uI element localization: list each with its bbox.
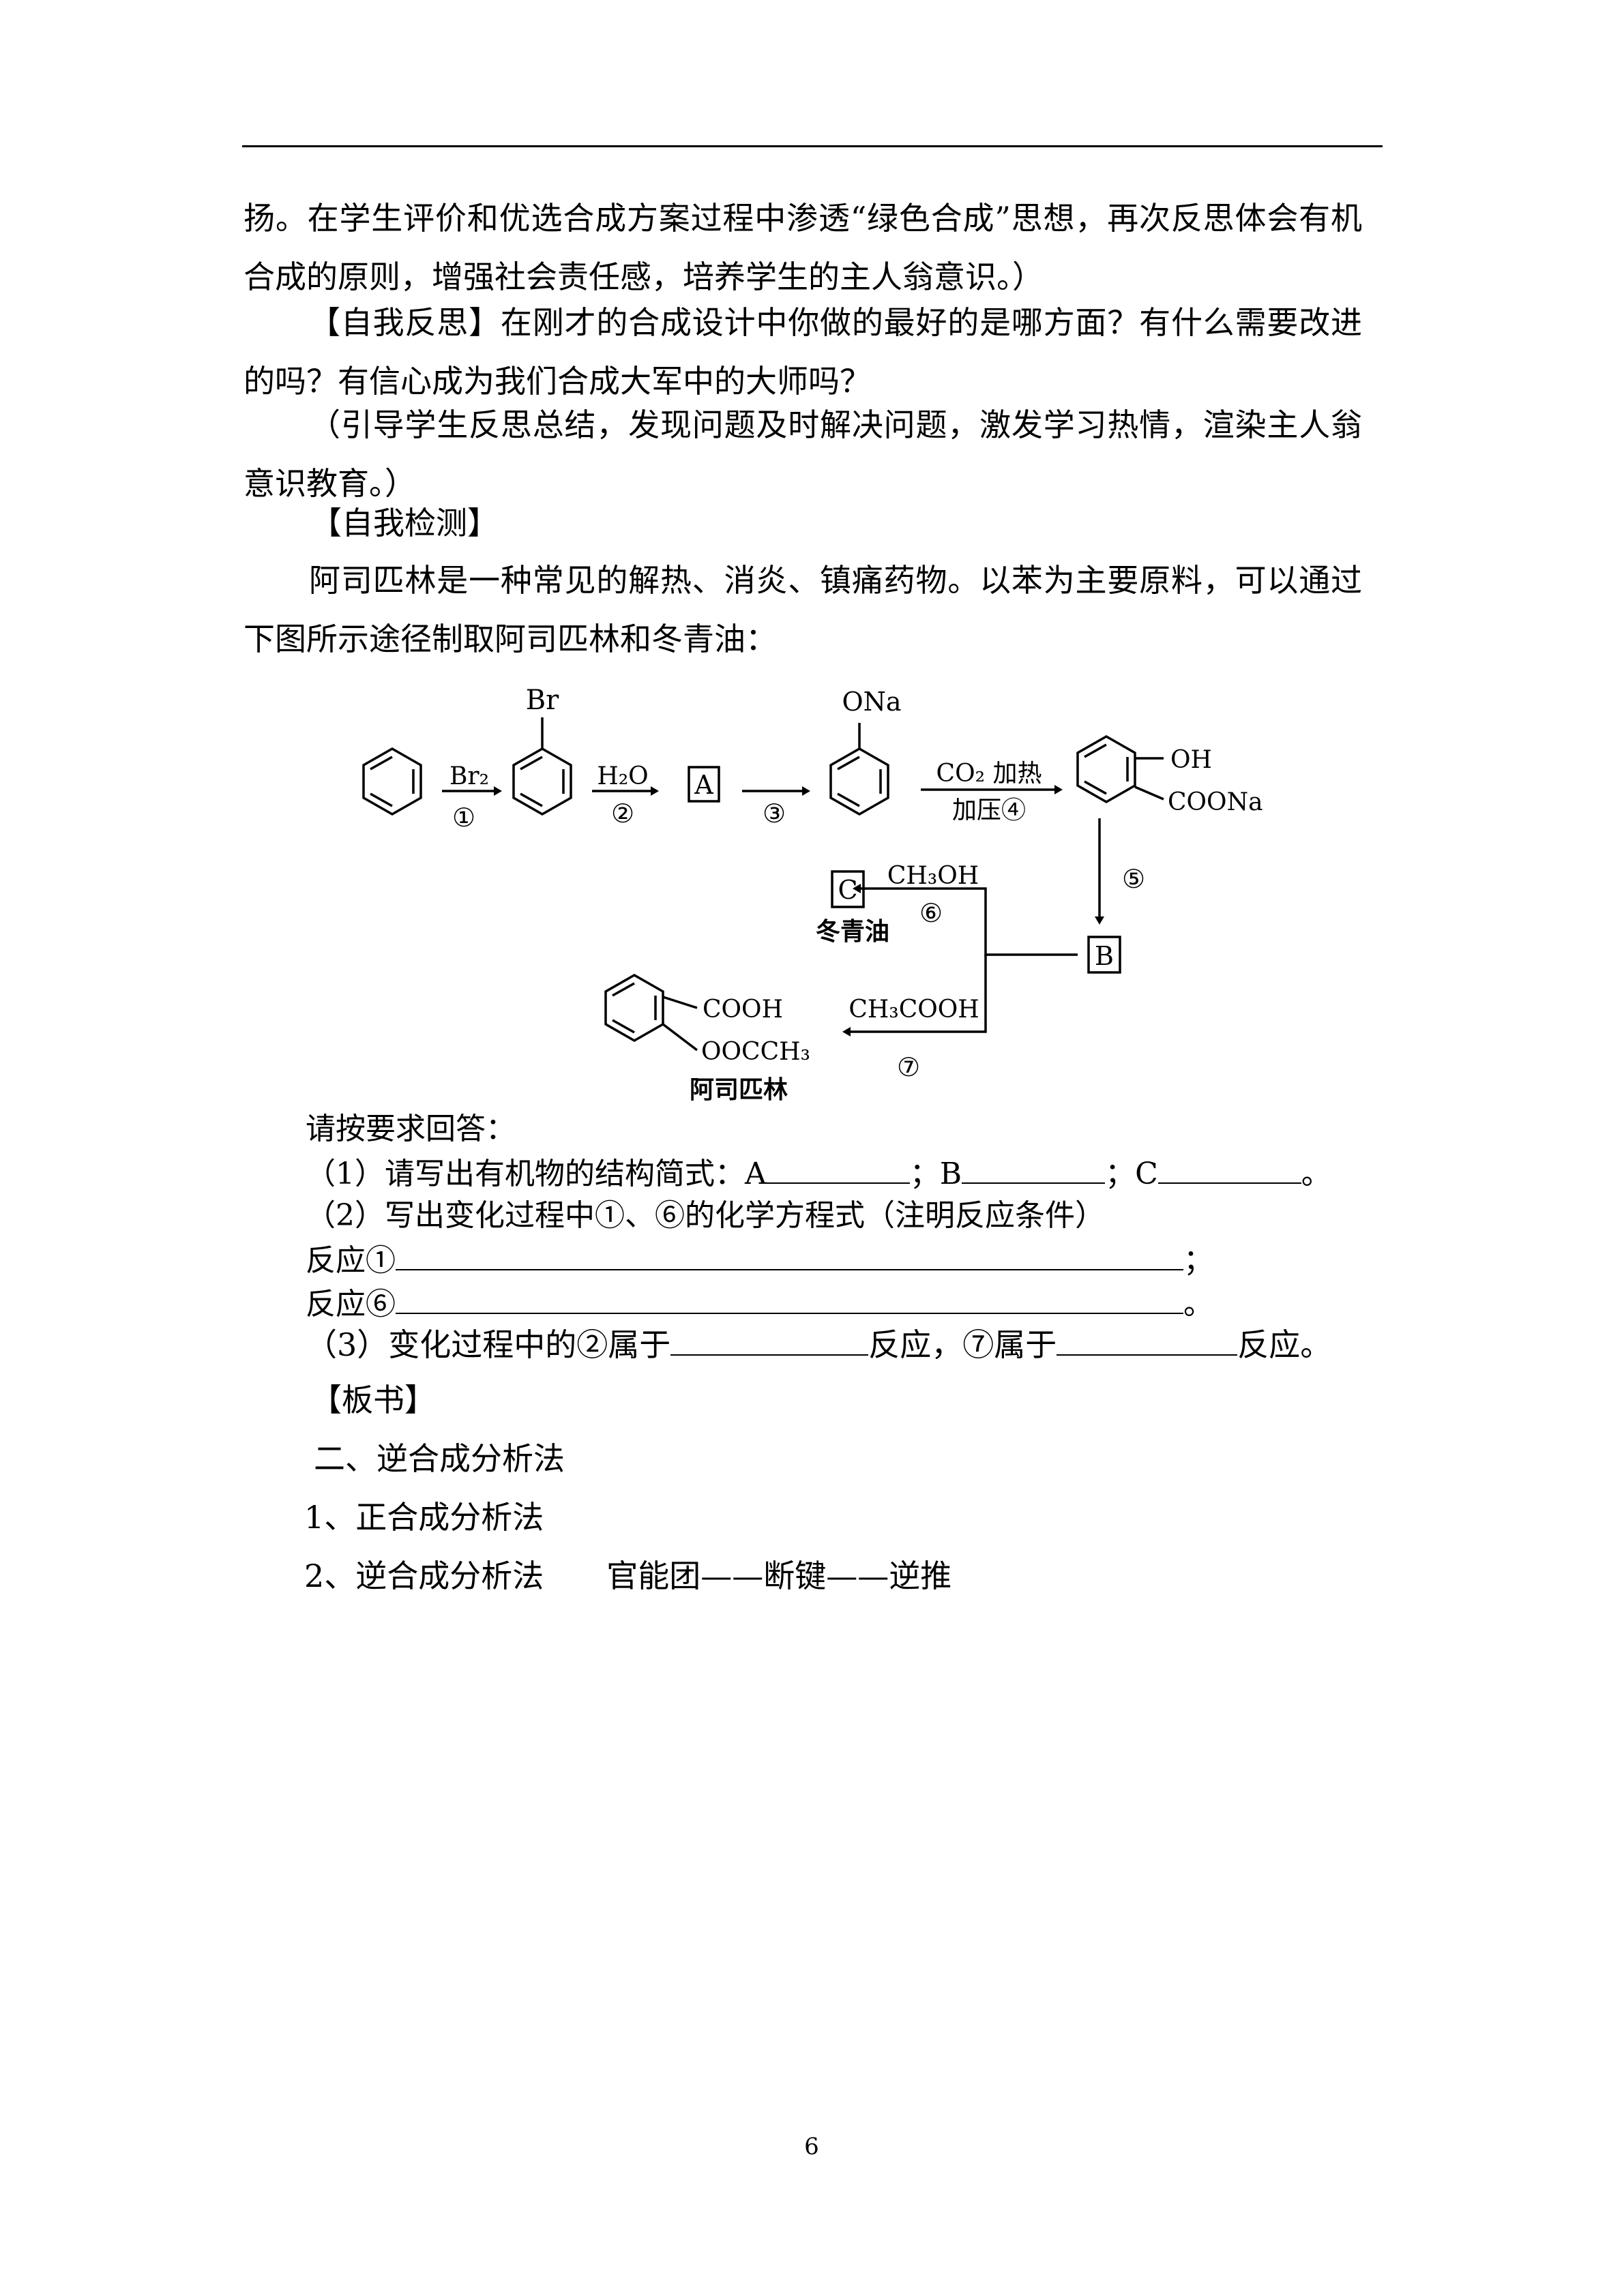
label-step2: ② — [611, 799, 634, 829]
question-3: （3）变化过程中的②属于反应，⑦属于反应。 — [306, 1321, 1331, 1369]
answer-blank-b[interactable] — [962, 1151, 1106, 1184]
paragraph-guidance: （引导学生反思总结，发现问题及时解决问题，激发学习热情，渲染主人翁意识教育。） — [243, 406, 1362, 502]
sodium-phenoxide-ring — [829, 723, 889, 816]
section-self-test: 【自我检测】 — [310, 505, 499, 541]
board-line-3: 2、逆合成分析法 官能团——断键——逆推 — [304, 1557, 952, 1594]
label-br2: Br₂ — [449, 762, 489, 790]
bromobenzene-ring — [512, 717, 572, 816]
box-b-frame — [1087, 936, 1121, 974]
board-title: 【板书】 — [310, 1382, 436, 1418]
arrow-step7 — [849, 955, 987, 1033]
benzene-ring — [362, 747, 422, 816]
paragraph-continuation: 扬。在学生评价和优选合成方案过程中渗透“绿色合成”思想，再次反思体会有机合成的原… — [243, 200, 1362, 295]
box-a: A — [694, 770, 713, 800]
answer-blank-reaction-1[interactable] — [396, 1238, 1183, 1270]
answer-blank-a[interactable] — [766, 1151, 910, 1184]
label-step6: ⑥ — [919, 898, 943, 928]
label-step5: ⑤ — [1122, 864, 1145, 894]
reaction-1-line: 反应①； — [306, 1238, 1213, 1283]
label-aspirin: 阿司匹林 — [690, 1075, 788, 1104]
label-br: Br — [526, 685, 559, 716]
box-c: C — [838, 875, 857, 905]
question-1: （1）请写出有机物的结构简式：A；B；C。 — [306, 1151, 1331, 1196]
label-oh: OH — [1170, 746, 1212, 774]
header-rule — [242, 145, 1383, 147]
label-coona: COONa — [1168, 788, 1263, 816]
answer-blank-c[interactable] — [1157, 1151, 1301, 1184]
label-ona: ONa — [842, 687, 901, 717]
aspirin-ring — [604, 973, 698, 1052]
box-b: B — [1095, 941, 1114, 971]
label-wintergreen-oil: 冬青油 — [816, 917, 889, 946]
reaction-6-line: 反应⑥。 — [306, 1281, 1213, 1326]
answer-blank-step7-type[interactable] — [1057, 1323, 1238, 1356]
paragraph-aspirin-intro: 阿司匹林是一种常见的解热、消炎、镇痛药物。以苯为主要原料，可以通过下图所示途径制… — [243, 562, 1362, 657]
label-step7: ⑦ — [897, 1052, 920, 1082]
label-step3: ③ — [763, 799, 786, 829]
label-ch3oh: CH₃OH — [887, 862, 979, 890]
label-cooh: COOH — [703, 996, 783, 1024]
box-a-frame — [688, 766, 720, 803]
label-ch3cooh: CH₃COOH — [848, 996, 979, 1024]
box-c-frame — [831, 870, 865, 908]
sodium-salicylate-ring — [1076, 734, 1164, 804]
board-line-2: 1、正合成分析法 — [304, 1499, 544, 1536]
answer-blank-reaction-6[interactable] — [396, 1281, 1183, 1314]
page-number: 6 — [804, 2133, 819, 2160]
label-h2o: H₂O — [597, 762, 648, 790]
questions-intro: 请按要求回答： — [306, 1112, 516, 1146]
board-line-1: 二、逆合成分析法 — [314, 1440, 565, 1477]
paragraph-self-reflection: 【自我反思】在刚才的合成设计中你做的最好的是哪方面？有什么需要改进的吗？有信心成… — [243, 304, 1362, 400]
answer-blank-step2-type[interactable] — [670, 1323, 869, 1356]
branch-connector — [859, 887, 1078, 956]
label-pressure-step4: 加压④ — [952, 796, 1026, 824]
label-oocch3: OOCCH₃ — [701, 1038, 810, 1066]
label-co2-heat: CO₂ 加热 — [936, 760, 1042, 788]
question-2: （2）写出变化过程中①、⑥的化学方程式（注明反应条件） — [306, 1198, 1105, 1233]
label-step1: ① — [452, 803, 475, 833]
